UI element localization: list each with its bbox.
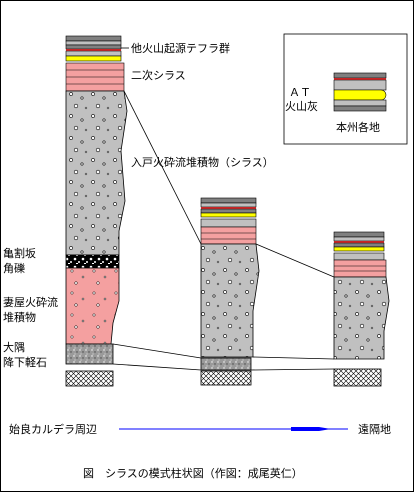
label-other-tephra: 他火山起源テフラ群 xyxy=(131,41,230,55)
legend-region: 本州各地 xyxy=(336,120,380,134)
label-tsumaya-2: 堆積物 xyxy=(3,310,36,324)
label-osumi-1: 大隅 xyxy=(3,340,25,354)
label-ito-pyroclastic: 入戸火砕流堆積物（シラス） xyxy=(131,155,274,169)
column-1 xyxy=(65,35,128,387)
label-secondary-shirasu: 二次シラス xyxy=(131,68,186,82)
distance-axis: 始良カルデラ周辺 遠隔地 xyxy=(9,422,391,436)
label-kamewarizaka-2: 角礫 xyxy=(3,261,25,275)
arrow-icon xyxy=(291,427,331,431)
label-osumi-2: 降下軽石 xyxy=(3,355,47,369)
axis-left-label: 始良カルデラ周辺 xyxy=(9,422,97,436)
label-kamewarizaka-1: 亀割坂 xyxy=(3,246,36,260)
column-3 xyxy=(333,231,390,387)
legend-box: ＡＴ 火山灰 本州各地 xyxy=(283,33,408,145)
correlation-lines xyxy=(112,90,335,371)
axis-right-label: 遠隔地 xyxy=(358,423,391,436)
legend-at-line2: 火山灰 xyxy=(285,99,318,113)
column-2 xyxy=(200,197,260,386)
layer-labels: 他火山起源テフラ群 二次シラス 入戸火砕流堆積物（シラス） 亀割坂 角礫 妻屋火… xyxy=(3,41,274,369)
label-tsumaya-1: 妻屋火砕流 xyxy=(3,295,58,309)
figure-caption: 図 シラスの模式柱状図（作図：成尾英仁） xyxy=(83,466,303,480)
legend-at-line1: ＡＴ xyxy=(289,86,311,99)
